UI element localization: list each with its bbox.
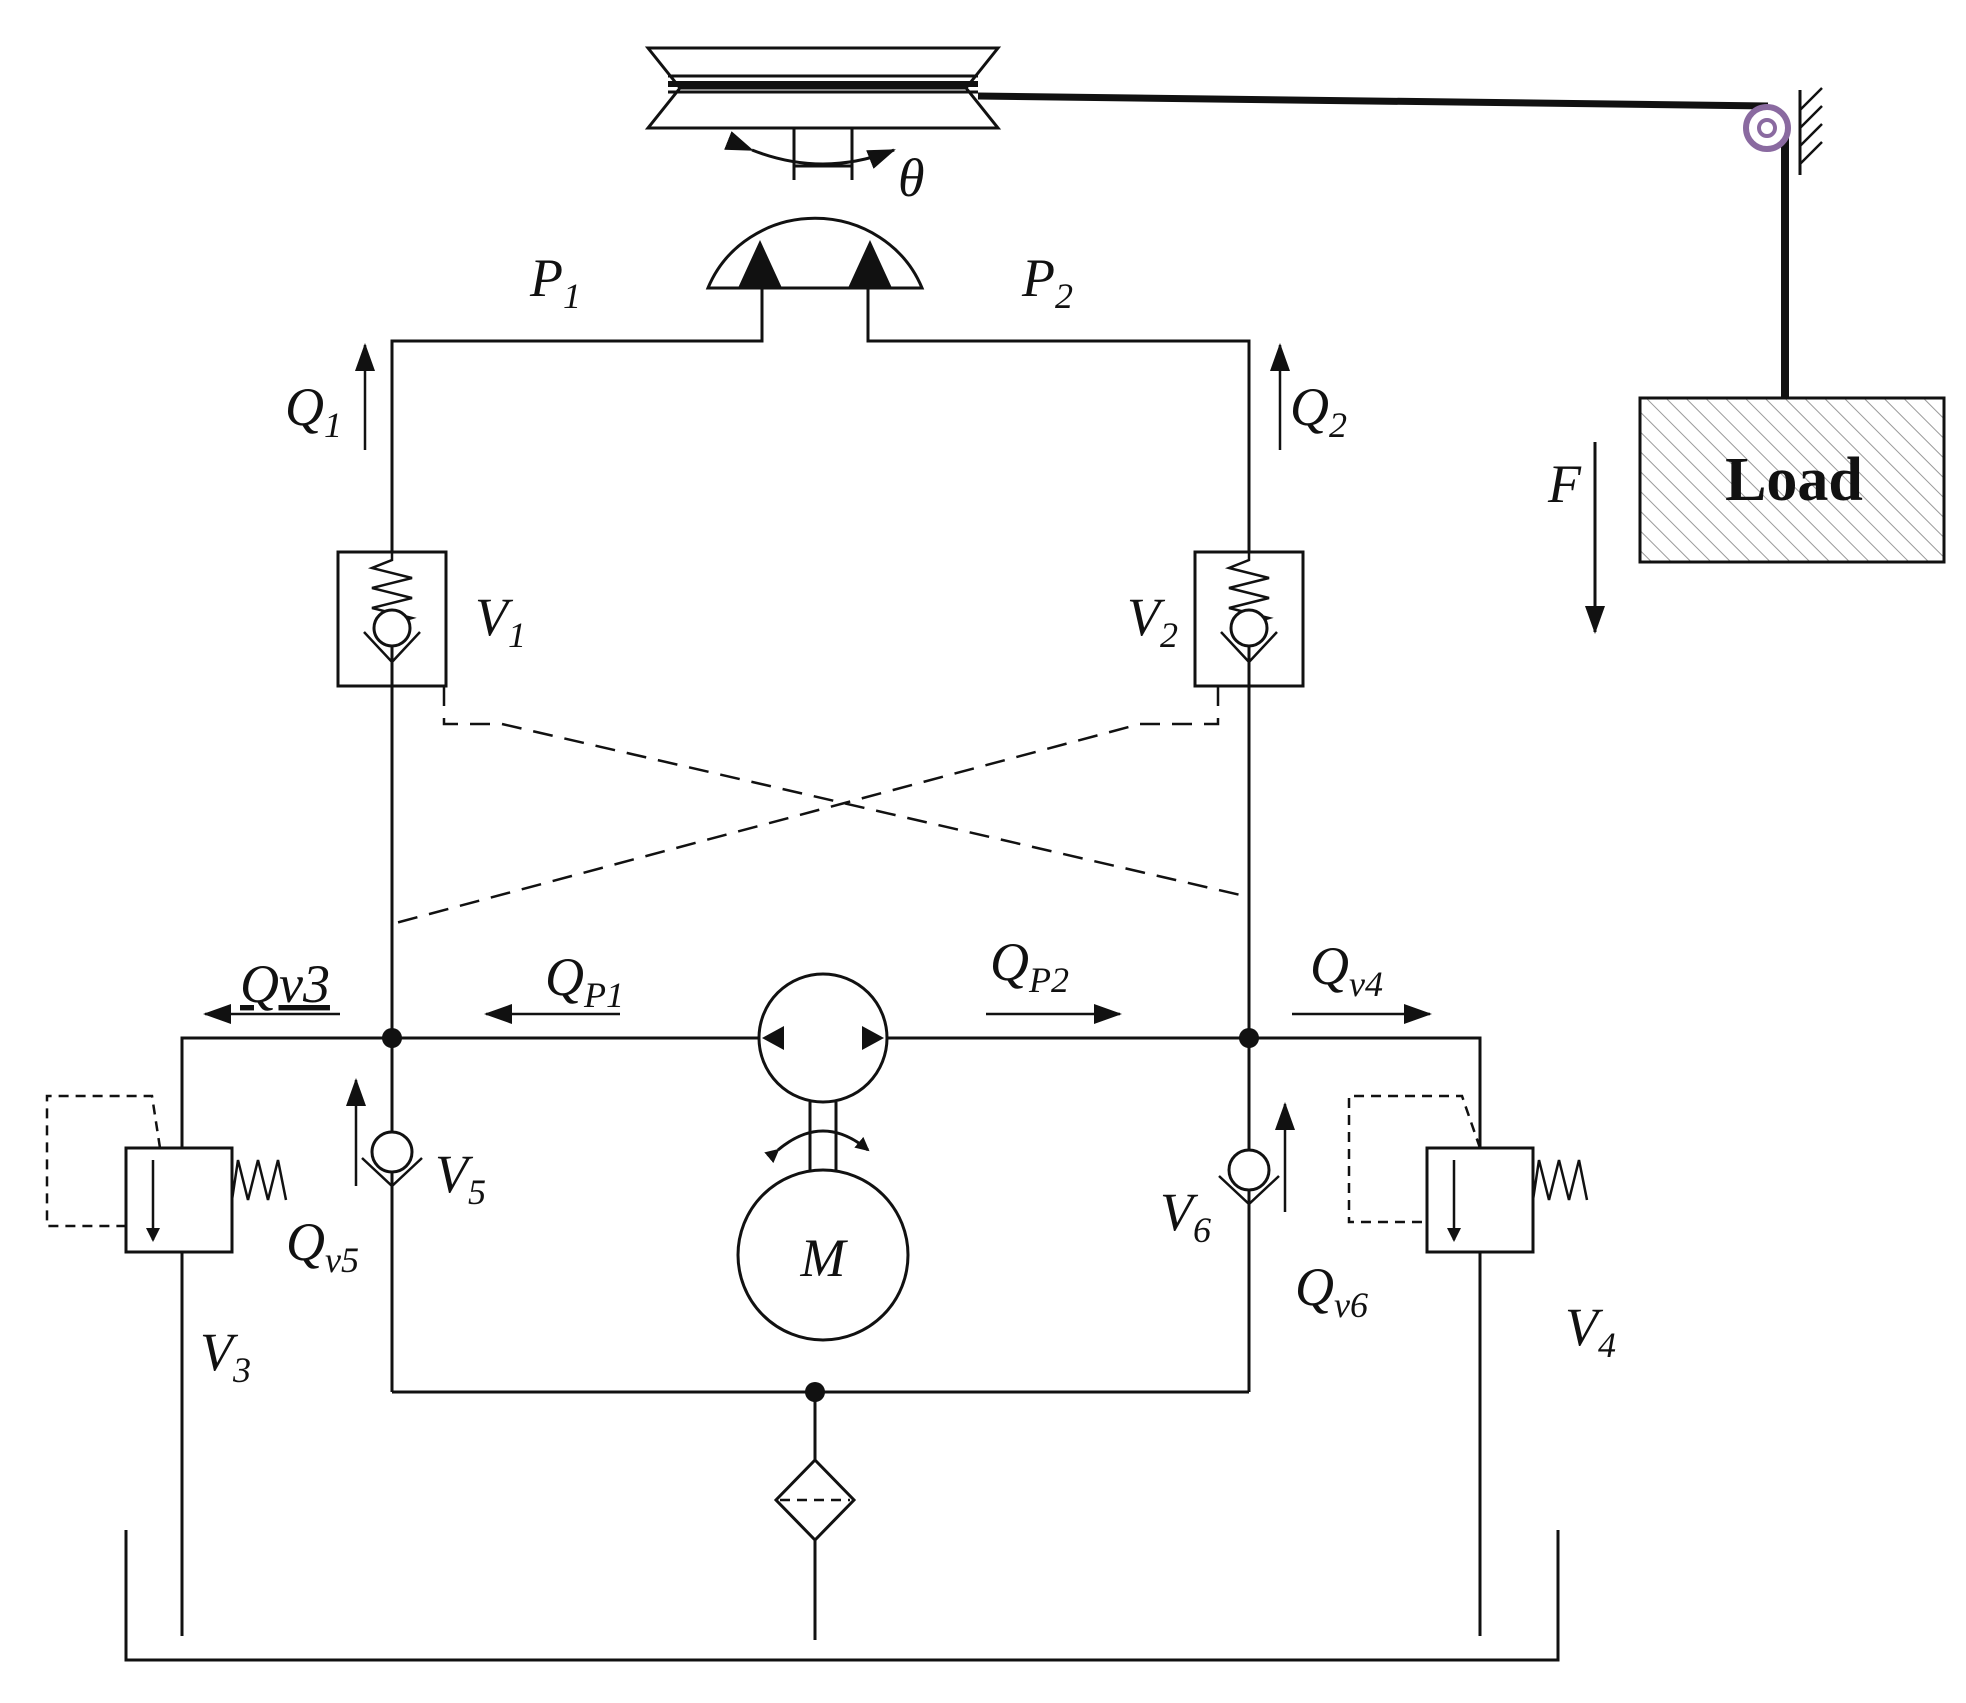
v6-label: V6 (1160, 1182, 1211, 1250)
qp2-label: QP2 (990, 932, 1069, 1000)
theta-label: θ (898, 148, 925, 208)
p1-label: P1 (529, 248, 581, 316)
pilot-line-v2 (391, 686, 1220, 926)
pilot-check-valve-v2 (1193, 550, 1305, 688)
cable (977, 92, 1789, 398)
pulley (644, 46, 1002, 130)
check-valve-v5 (361, 1038, 423, 1392)
pipe-right-upper (866, 288, 1251, 552)
relief-valve-v3 (45, 1094, 288, 1636)
load-block (1638, 396, 1946, 564)
v5-label: V5 (435, 1144, 486, 1212)
qv6-label: Qv6 (1295, 1257, 1368, 1325)
q2-label: Q2 (1290, 377, 1347, 445)
q1-label: Q1 (285, 377, 342, 445)
idler-pulley (1743, 104, 1791, 152)
p2-label: P2 (1021, 248, 1073, 316)
rotary-actuator (705, 216, 925, 290)
qv3-label: Qv3 (240, 954, 330, 1014)
force-label: F (1547, 454, 1582, 514)
pilot-check-valve-v1 (336, 550, 448, 688)
tank (124, 1530, 1560, 1662)
filter (773, 1392, 857, 1640)
fixed-support-icon (1798, 87, 1823, 175)
motor-label: M (800, 1228, 849, 1288)
qp1-label: QP1 (545, 947, 624, 1015)
v4-label: V4 (1565, 1297, 1616, 1365)
bidirectional-pump (757, 972, 889, 1170)
qv5-label: Qv5 (286, 1212, 359, 1280)
v2-label: V2 (1127, 587, 1178, 655)
pilot-line-v1 (442, 686, 1250, 899)
rotation-arrow-icon (724, 131, 896, 169)
pulley-shaft (792, 128, 854, 180)
relief-valve-v4 (1347, 1094, 1589, 1636)
electric-motor (736, 1168, 910, 1342)
check-valve-v6 (1218, 1038, 1280, 1392)
qv4-label: Qv4 (1310, 936, 1383, 1004)
v1-label: V1 (475, 587, 526, 655)
load-label: Load (1725, 446, 1863, 514)
pump-rotation-arrow-icon (764, 1129, 870, 1164)
pipe-left-upper (390, 288, 764, 552)
v3-label: V3 (200, 1322, 251, 1390)
